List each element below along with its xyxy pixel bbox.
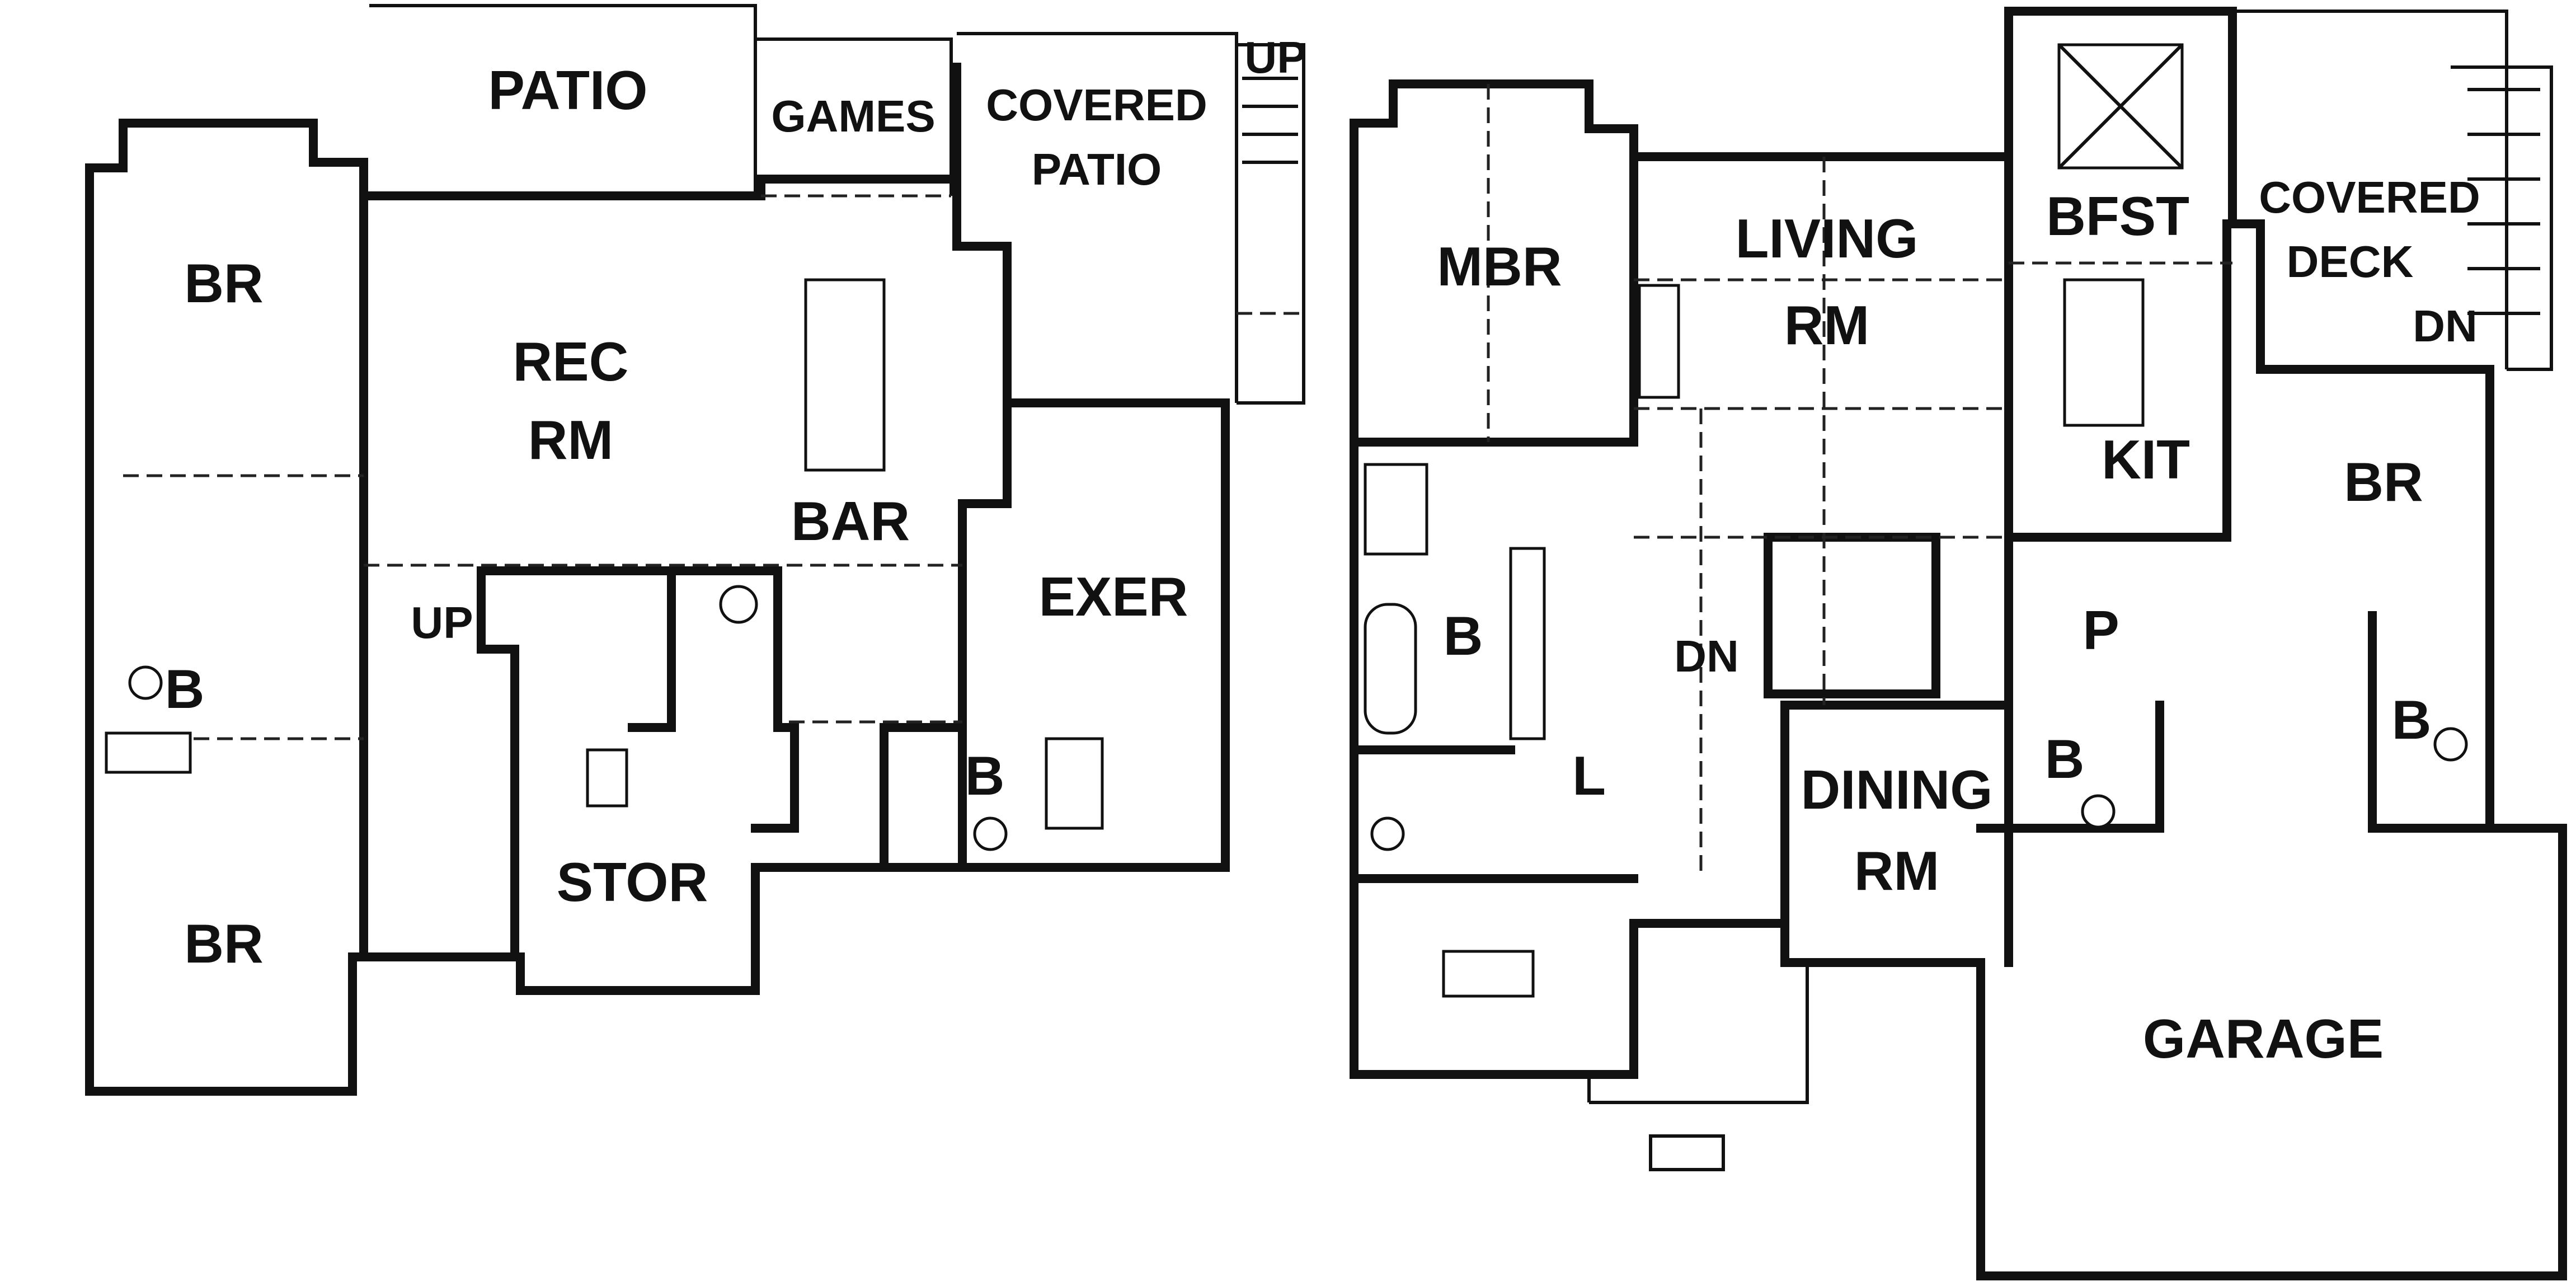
exterior-stair xyxy=(1237,43,1305,405)
bar-counter xyxy=(804,278,886,472)
stair-wall-main xyxy=(1764,533,1940,698)
water-heater xyxy=(719,585,758,624)
covered-deck-outline xyxy=(2232,10,2553,371)
label-up-stair: UP xyxy=(411,598,473,647)
toilet-right xyxy=(973,816,1008,851)
label-bath-right: B xyxy=(2392,689,2432,750)
label-exer: EXER xyxy=(1039,566,1188,627)
label-br-top: BR xyxy=(184,252,264,314)
label-pantry: P xyxy=(2083,599,2119,661)
lower-level-outer-wall xyxy=(85,63,1230,1096)
label-laundry: L xyxy=(1572,745,1606,806)
toilet-left xyxy=(128,665,163,700)
label-stor: STOR xyxy=(557,851,708,913)
label-patio: PATIO xyxy=(488,59,648,121)
label-games: GAMES xyxy=(771,91,935,141)
label-living-rm-line2: RM xyxy=(1784,294,1869,356)
storage-shelf xyxy=(586,748,628,808)
label-up-exterior: UP xyxy=(1244,32,1306,82)
breakfast-table-diagonals xyxy=(2057,43,2184,170)
fireplace xyxy=(1638,284,1680,399)
lower-level-dashed-lines xyxy=(123,194,1304,740)
closet-island xyxy=(1442,950,1535,998)
label-garage: GARAGE xyxy=(2143,1008,2384,1069)
label-bfst: BFST xyxy=(2046,185,2189,247)
label-bath-right: B xyxy=(965,745,1005,806)
rec-room-top-wall xyxy=(359,175,956,200)
label-living-rm-line1: LIVING xyxy=(1736,208,1919,269)
toilet-master xyxy=(1370,816,1405,851)
kitchen-island xyxy=(2063,278,2145,427)
label-rec-rm-line1: REC xyxy=(513,331,629,392)
lower-level-plan: PATIO GAMES COVERED PATIO UP BR REC RM B… xyxy=(85,4,1307,1096)
label-bath-mid: B xyxy=(2045,728,2085,790)
label-covered-deck-line1: COVERED xyxy=(2259,172,2480,222)
label-br-bottom: BR xyxy=(184,913,264,974)
mbr-wall xyxy=(1350,152,1638,883)
label-dn-deck: DN xyxy=(2413,301,2478,351)
vanity-master xyxy=(1509,547,1546,740)
main-level-plan: MBR LIVING RM BFST COVERED DECK DN KIT B… xyxy=(1350,7,2567,1280)
deck-stair xyxy=(2467,88,2540,315)
label-kit: KIT xyxy=(2102,429,2190,490)
garage-wall xyxy=(1976,611,2494,833)
front-porch xyxy=(1587,963,1809,1171)
label-master-bath: B xyxy=(1444,605,1483,667)
storage-wall xyxy=(667,566,799,833)
toilet-right xyxy=(2433,727,2468,762)
shower-master xyxy=(1364,463,1428,556)
label-mbr: MBR xyxy=(1437,236,1562,297)
label-rec-rm-line2: RM xyxy=(528,409,613,471)
label-br: BR xyxy=(2344,451,2423,513)
label-covered-patio-line1: COVERED xyxy=(986,80,1207,130)
label-covered-patio-line2: PATIO xyxy=(1032,144,1162,194)
dining-wall xyxy=(1780,701,2013,967)
tub-left xyxy=(105,731,192,774)
label-dining-rm-line2: RM xyxy=(1854,840,1939,902)
label-bar: BAR xyxy=(791,490,910,552)
label-dn-stair: DN xyxy=(1674,631,1739,681)
stair-wall xyxy=(477,566,676,961)
label-dining-rm-line1: DINING xyxy=(1801,759,1993,820)
label-covered-deck-line2: DECK xyxy=(2287,237,2414,287)
lower-level-br-wall xyxy=(85,119,368,961)
toilet-mid xyxy=(2081,794,2116,829)
label-bath-left: B xyxy=(165,658,205,720)
main-level-dashed-lines xyxy=(1487,84,2232,879)
tub-master xyxy=(1364,603,1417,735)
patio-outline xyxy=(369,4,1238,403)
kitchen-wall xyxy=(2004,152,2231,710)
shower-lower xyxy=(1045,737,1104,830)
exer-wall xyxy=(880,398,1012,872)
